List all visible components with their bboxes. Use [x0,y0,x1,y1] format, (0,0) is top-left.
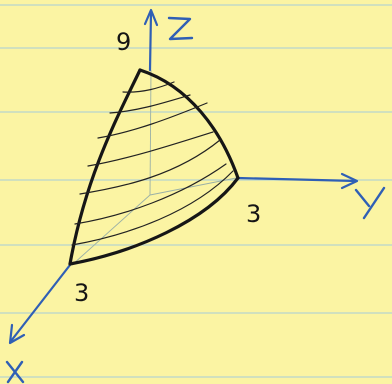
z-intercept-label: 9 [116,28,131,56]
surface [68,68,240,266]
y-axis-line [236,176,358,183]
surface-hatching [71,81,234,246]
x-axis-arrowhead [8,323,26,345]
z-axis-arrowhead [143,8,159,27]
x-axis-letter [5,360,25,384]
surface-left-edge [68,68,142,266]
y-intercept-label: 3 [246,200,261,228]
z-axis: 9 [116,8,194,72]
z-axis-letter [167,16,194,41]
y-axis-arrowhead [340,172,359,190]
y-axis: 3 [236,172,386,228]
surface-right-edge [138,68,240,180]
paper-rules [0,4,392,378]
z-axis-line [148,10,153,72]
hidden-axes [71,69,237,266]
surface-base-edge [68,176,240,266]
x-axis: 3 [5,263,89,384]
x-axis-line [9,263,72,343]
y-axis-letter [354,186,386,220]
x-intercept-label: 3 [74,279,89,307]
